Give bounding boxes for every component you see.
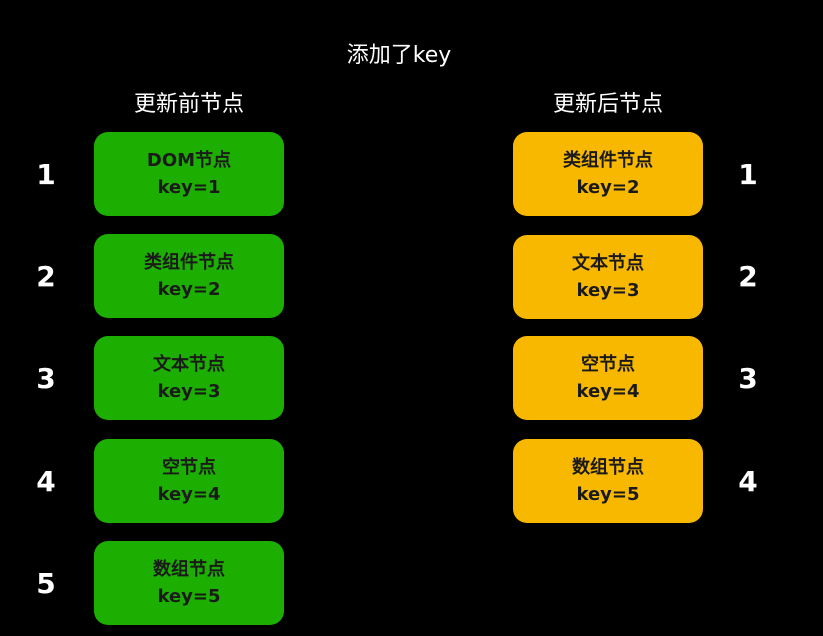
after-node-1: 类组件节点 key=2 xyxy=(513,132,703,216)
before-index-3: 3 xyxy=(36,362,56,395)
node-label: 类组件节点 xyxy=(144,252,234,273)
node-label: 类组件节点 xyxy=(563,150,653,171)
node-label: 数组节点 xyxy=(572,457,644,478)
node-key: key=3 xyxy=(576,280,640,301)
node-key: key=2 xyxy=(157,279,221,300)
after-index-4: 4 xyxy=(738,465,758,498)
after-node-2: 文本节点 key=3 xyxy=(513,235,703,319)
before-index-1: 1 xyxy=(36,158,56,191)
node-key: key=4 xyxy=(576,381,640,402)
node-label: 文本节点 xyxy=(572,253,644,274)
node-key: key=5 xyxy=(157,586,221,607)
node-key: key=2 xyxy=(576,177,640,198)
after-node-4: 数组节点 key=5 xyxy=(513,439,703,523)
node-label: 空节点 xyxy=(581,354,635,375)
node-label: DOM节点 xyxy=(146,150,232,171)
before-heading: 更新前节点 xyxy=(133,92,244,117)
node-key: key=3 xyxy=(157,381,221,402)
after-index-2: 2 xyxy=(738,260,758,293)
before-node-5: 数组节点 key=5 xyxy=(94,541,284,625)
after-index-3: 3 xyxy=(738,362,758,395)
node-label: 空节点 xyxy=(162,457,216,478)
after-node-3: 空节点 key=4 xyxy=(513,336,703,420)
node-key: key=5 xyxy=(576,484,640,505)
after-index-1: 1 xyxy=(738,158,758,191)
before-node-3: 文本节点 key=3 xyxy=(94,336,284,420)
before-node-2: 类组件节点 key=2 xyxy=(94,234,284,318)
before-node-4: 空节点 key=4 xyxy=(94,439,284,523)
before-index-5: 5 xyxy=(36,567,56,600)
node-label: 文本节点 xyxy=(153,354,225,375)
after-heading: 更新后节点 xyxy=(552,92,663,117)
before-node-1: DOM节点 key=1 xyxy=(94,132,284,216)
node-label: 数组节点 xyxy=(153,559,225,580)
before-index-2: 2 xyxy=(36,260,56,293)
diagram-title: 添加了key xyxy=(346,43,452,68)
node-key: key=1 xyxy=(157,177,221,198)
node-key: key=4 xyxy=(157,484,221,505)
before-index-4: 4 xyxy=(36,465,56,498)
